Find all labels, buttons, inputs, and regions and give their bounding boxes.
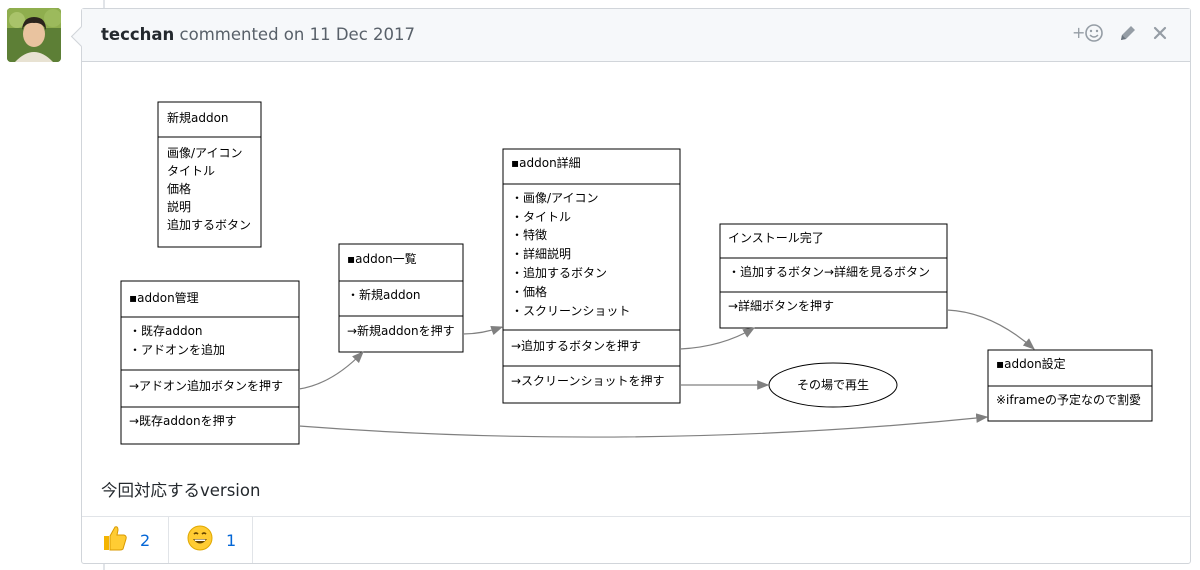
addon-settings-title: ▪addon設定 [996,356,1066,371]
reaction-thumbs-up[interactable]: 2 [82,517,169,563]
addon-settings-item: ※iframeの予定なので割愛 [996,392,1141,407]
addon-detail-item: ・価格 [511,284,547,299]
reactions-bar: 2 1 [82,516,1190,563]
addon-detail-item: ・追加するボタン [511,265,607,280]
addon-detail-item: ・詳細説明 [511,246,571,261]
add-reaction-icon[interactable]: + [1072,23,1104,47]
new-addon-item: 価格 [167,181,191,196]
play-here-label: その場で再生 [797,378,869,392]
addon-manage-item: ・アドオンを追加 [129,342,225,357]
addon-list-title: ▪addon一覧 [347,252,417,266]
install-done-title: インストール完了 [728,230,824,245]
install-done-item: ・追加するボタン→詳細を見るボタン [728,264,930,279]
play-here-node: その場で再生 [768,362,898,408]
new-addon-item: 追加するボタン [167,217,251,232]
new-addon-item: 説明 [167,199,191,214]
install-done-action: →詳細ボタンを押す [728,298,834,313]
edge-manage-to-settings [298,413,989,438]
addon-detail-item: ・スクリーンショット [511,304,630,318]
addon-settings-box: ▪addon設定 ※iframeの予定なので割愛 [987,349,1153,422]
avatar[interactable] [7,8,61,62]
addon-detail-title: ▪addon詳細 [511,155,581,170]
addon-detail-item: ・特徴 [511,227,547,242]
addon-list-item: ・新規addon [347,287,421,302]
smile-icon [186,524,214,556]
addon-detail-action: →追加するボタンを押す [511,338,641,353]
edge-detail-to-install [679,327,756,350]
close-icon[interactable] [1152,25,1168,45]
addon-manage-action: →既存addonを押す [129,414,237,428]
thumbs-up-icon [100,524,128,556]
comment-header: tecchan commented on 11 Dec 2017 + [82,9,1190,62]
addon-list-action: →新規addonを押す [347,323,455,338]
comment-action: commented on [179,25,305,44]
reaction-count: 1 [226,530,237,550]
comment-card: tecchan commented on 11 Dec 2017 + [81,8,1191,564]
edge-install-to-settings [946,309,1035,350]
reaction-count: 2 [140,530,151,550]
edge-list-to-detail [462,326,504,336]
addon-detail-item: ・タイトル [511,210,571,224]
comment-date[interactable]: 11 Dec 2017 [309,25,416,44]
addon-manage-box: ▪addon管理 ・既存addon ・アドオンを追加 →アドオン追加ボタンを押す… [120,280,300,445]
new-addon-item: 画像/アイコン [167,146,242,160]
install-done-box: インストール完了 ・追加するボタン→詳細を見るボタン →詳細ボタンを押す [719,223,948,329]
comment-actions: + [1072,23,1168,47]
new-addon-item: タイトル [167,164,215,178]
addon-list-box: ▪addon一覧 ・新規addon →新規addonを押す [338,243,464,353]
addon-detail-action: →スクリーンショットを押す [511,374,664,388]
edge-manage-to-list [298,351,364,390]
pencil-icon[interactable] [1118,23,1138,47]
svg-text:+: + [1072,23,1085,42]
new-addon-title: 新規addon [167,110,229,125]
comment-caption: 今回対応するversion [101,481,261,500]
addon-detail-item: ・画像/アイコン [511,191,598,205]
new-addon-box: 新規addon 画像/アイコン タイトル 価格 説明 追加するボタン [157,101,262,248]
addon-detail-box: ▪addon詳細 ・画像/アイコン ・タイトル ・特徴 ・詳細説明 ・追加するボ… [502,148,681,404]
flow-diagram: 新規addon 画像/アイコン タイトル 価格 説明 追加するボタン ▪addo… [120,101,1153,445]
addon-manage-item: ・既存addon [129,324,203,338]
reaction-smile[interactable]: 1 [168,517,253,563]
addon-manage-title: ▪addon管理 [129,290,199,305]
addon-manage-action: →アドオン追加ボタンを押す [129,378,283,393]
comment-header-text: tecchan commented on 11 Dec 2017 [101,25,415,44]
comment-body: 新規addon 画像/アイコン タイトル 価格 説明 追加するボタン ▪addo… [82,62,1190,517]
comment-author[interactable]: tecchan [101,25,175,44]
